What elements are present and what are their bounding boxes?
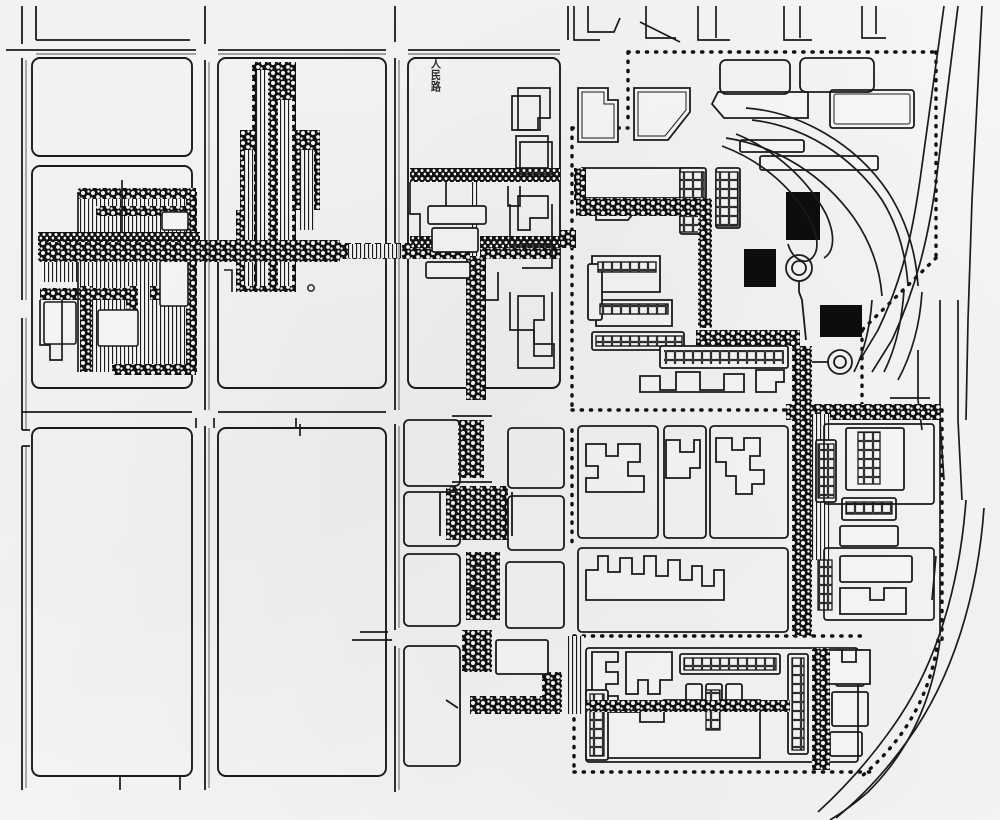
interchange-ramp-loops: [721, 133, 834, 263]
central-planted-spine: [224, 62, 320, 292]
north-blocks-east: [719, 57, 875, 95]
south-institutional-compound: [568, 636, 871, 770]
south-west-blocks: [403, 419, 461, 767]
west-of-boundary-fabric: [517, 87, 555, 369]
street-name-label: 人民路: [429, 57, 442, 92]
se-residential: [786, 346, 941, 757]
street-grid-west: [6, 6, 569, 792]
north-edge-streets: [573, 6, 886, 43]
mid-south-blocks: [505, 425, 789, 633]
street-edge-shadows: [25, 53, 560, 790]
west-lower-street-stubs: [119, 418, 301, 790]
central-block-detail: [409, 95, 560, 400]
river-curve: [817, 499, 985, 820]
south-green-corridor: [439, 415, 562, 714]
